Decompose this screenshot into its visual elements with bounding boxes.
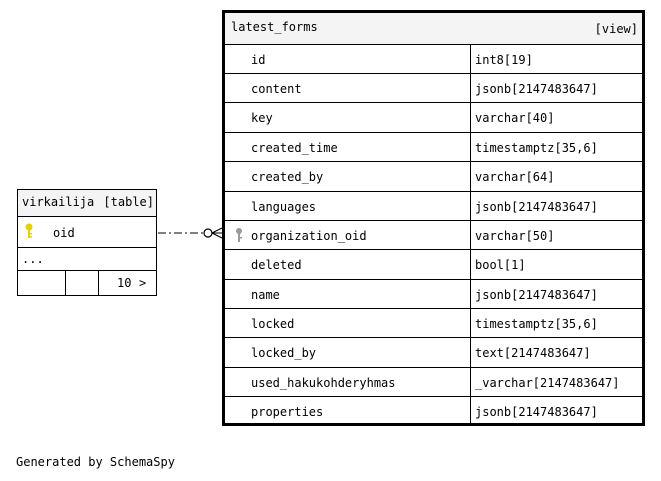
more-columns: ...: [22, 252, 44, 266]
table-header: latest_forms [view]: [225, 13, 642, 45]
column-name: created_by: [251, 170, 324, 184]
column-row[interactable]: created_time timestamptz[35,6]: [225, 133, 642, 162]
crowfoot-line-top: [211, 227, 223, 234]
table-virkailija[interactable]: virkailija [table] oid ... 10 >: [17, 189, 157, 296]
column-type: varchar[40]: [475, 111, 555, 125]
column-row[interactable]: locked_by text[2147483647]: [225, 338, 642, 368]
column-name: key: [251, 111, 273, 125]
column-type: timestamptz[35,6]: [475, 317, 598, 331]
column-type: jsonb[2147483647]: [475, 288, 598, 302]
zero-cardinality-marker: [203, 228, 213, 238]
column-name: name: [251, 288, 280, 302]
key-icon: [25, 223, 33, 238]
column-name: locked_by: [251, 346, 317, 360]
column-type: jsonb[2147483647]: [475, 200, 598, 214]
crowfoot-line-bottom: [211, 232, 223, 239]
column-name: created_time: [251, 141, 338, 155]
more-columns-row[interactable]: ...: [18, 248, 156, 271]
column-type: varchar[64]: [475, 170, 555, 184]
table-name[interactable]: latest_forms: [231, 20, 318, 34]
column-type: jsonb[2147483647]: [475, 82, 598, 96]
column-name: languages: [251, 200, 317, 214]
column-name: locked: [251, 317, 295, 331]
column-row[interactable]: content jsonb[2147483647]: [225, 74, 642, 103]
column-row[interactable]: locked timestamptz[35,6]: [225, 309, 642, 338]
column-row[interactable]: used_hakukohderyhmas _varchar[2147483647…: [225, 368, 642, 397]
table-name[interactable]: virkailija: [22, 195, 95, 209]
chevron-right-icon[interactable]: >: [139, 276, 147, 290]
column-row[interactable]: created_by varchar[64]: [225, 162, 642, 192]
column-name: id: [251, 53, 266, 67]
column-type: jsonb[2147483647]: [475, 405, 598, 419]
table-type: [table]: [103, 195, 154, 209]
related-count: 10: [117, 276, 132, 290]
table-type: [view]: [594, 22, 638, 36]
column-row[interactable]: deleted bool[1]: [225, 250, 642, 280]
footer-cell-empty: [66, 271, 99, 295]
column-type: text[2147483647]: [475, 346, 591, 360]
column-type: _varchar[2147483647]: [475, 376, 620, 390]
column-type: timestamptz[35,6]: [475, 141, 598, 155]
column-name: organization_oid: [251, 229, 367, 243]
table-latest-forms[interactable]: latest_forms [view] id int8[19] content …: [222, 10, 645, 426]
column-divider: [470, 45, 471, 423]
column-row[interactable]: name jsonb[2147483647]: [225, 280, 642, 309]
column-name: used_hakukohderyhmas: [251, 376, 396, 390]
generated-by-footer: Generated by SchemaSpy: [16, 455, 175, 469]
footer-cell-count[interactable]: 10 >: [99, 271, 156, 295]
column-type: varchar[50]: [475, 229, 555, 243]
column-row[interactable]: properties jsonb[2147483647]: [225, 397, 642, 423]
column-name: oid: [53, 226, 75, 240]
column-row[interactable]: oid: [18, 217, 156, 248]
column-type: int8[19]: [475, 53, 533, 67]
table-footer: 10 >: [18, 271, 156, 295]
column-type: bool[1]: [475, 258, 526, 272]
column-name: deleted: [251, 258, 302, 272]
table-header: virkailija [table]: [18, 190, 156, 217]
column-row[interactable]: organization_oid varchar[50]: [225, 221, 642, 250]
column-row[interactable]: key varchar[40]: [225, 103, 642, 133]
column-row[interactable]: languages jsonb[2147483647]: [225, 192, 642, 221]
column-name: content: [251, 82, 302, 96]
column-row[interactable]: id int8[19]: [225, 45, 642, 74]
footer-cell-empty: [18, 271, 66, 295]
column-name: properties: [251, 405, 324, 419]
foreign-key-icon: [236, 228, 242, 242]
